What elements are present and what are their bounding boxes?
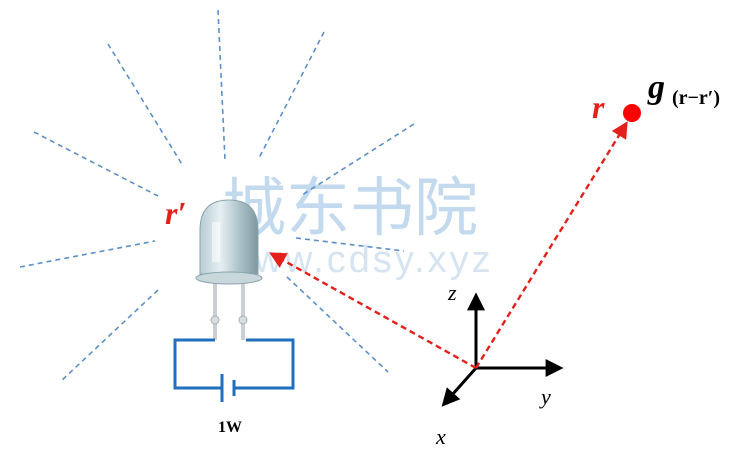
y-axis-label: y: [539, 384, 551, 409]
ray: [301, 123, 415, 196]
ray: [295, 237, 405, 252]
ray: [33, 131, 159, 197]
ray: [257, 31, 325, 161]
vector-to-source: [269, 252, 477, 370]
ray: [59, 289, 159, 383]
vector-to-point: [474, 121, 628, 369]
source-position-label: r′: [165, 195, 186, 231]
ray: [107, 43, 184, 167]
ray: [286, 276, 389, 373]
led: [195, 199, 263, 340]
ray: [19, 240, 156, 268]
x-axis: [441, 367, 478, 407]
field-point-label: r: [592, 89, 605, 125]
x-axis-label: x: [435, 424, 446, 449]
z-axis-label: z: [447, 280, 457, 305]
led-joint: [238, 315, 248, 325]
watermark-url: www.cdsy.xyz: [223, 239, 494, 281]
led-rim: [195, 271, 263, 285]
circuit: [173, 338, 295, 402]
light-rays: [19, 9, 415, 383]
green-function-symbol: g: [647, 69, 665, 106]
ray: [217, 9, 226, 161]
circuit-wire-left: [173, 338, 222, 390]
led-body: [199, 199, 259, 275]
circuit-wire-right: [234, 338, 295, 390]
led-highlight: [212, 222, 220, 262]
field-point: [623, 104, 641, 122]
watermark-chinese: 城东书院: [222, 172, 478, 246]
coordinate-axes: [441, 292, 564, 407]
power-label: 1W: [218, 419, 242, 436]
led-joint: [210, 315, 220, 325]
watermark: 城东书院 www.cdsy.xyz: [222, 172, 494, 281]
green-function-subscript: (r−r′): [672, 87, 720, 109]
